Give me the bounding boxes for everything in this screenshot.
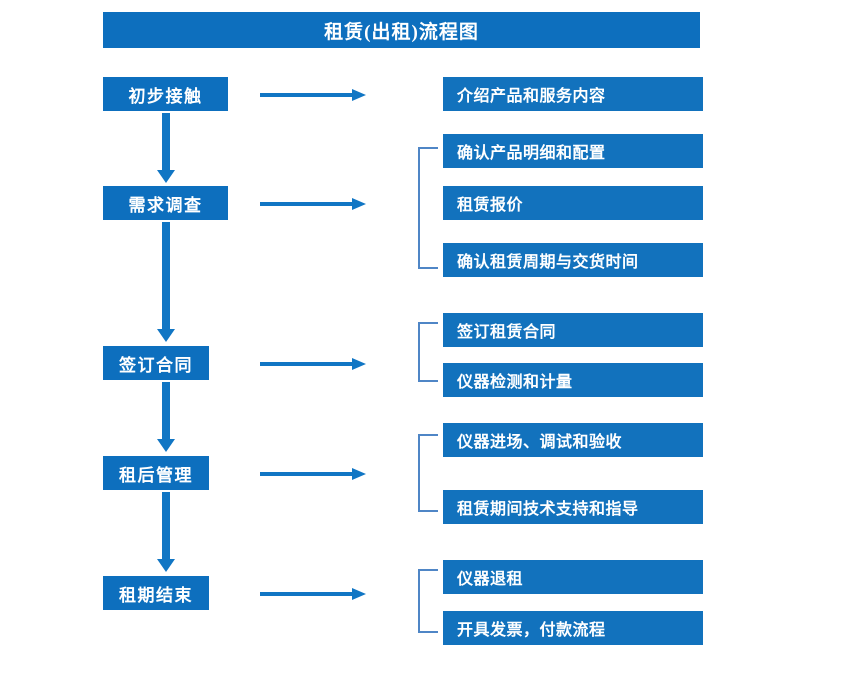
arrow-right-icon-3 [260, 357, 366, 371]
detail-box-5-label: 签订租赁合同 [457, 324, 557, 341]
detail-box-2-label: 确认产品明细和配置 [457, 145, 606, 162]
group-bracket-2 [418, 322, 438, 382]
arrow-right-icon-4 [260, 467, 366, 481]
arrow-down-icon-1 [156, 113, 176, 183]
stage-box-4-label: 租后管理 [119, 465, 193, 485]
stage-box-5[interactable]: 租期结束 [103, 576, 209, 610]
stage-box-3-label: 签订合同 [119, 355, 193, 375]
detail-box-5[interactable]: 签订租赁合同 [443, 313, 703, 347]
stage-box-5-label: 租期结束 [119, 585, 193, 605]
detail-box-10-label: 开具发票，付款流程 [457, 622, 606, 639]
detail-box-3[interactable]: 租赁报价 [443, 186, 703, 220]
detail-box-4-label: 确认租赁周期与交货时间 [457, 254, 639, 271]
stage-box-1[interactable]: 初步接触 [103, 77, 228, 111]
detail-box-10[interactable]: 开具发票，付款流程 [443, 611, 703, 645]
detail-box-8[interactable]: 租赁期间技术支持和指导 [443, 490, 703, 524]
arrow-right-icon-1 [260, 88, 366, 102]
detail-box-8-label: 租赁期间技术支持和指导 [457, 501, 639, 518]
stage-box-3[interactable]: 签订合同 [103, 346, 209, 380]
detail-box-9-label: 仪器退租 [457, 571, 524, 588]
group-bracket-1 [418, 147, 438, 269]
detail-box-3-label: 租赁报价 [457, 197, 524, 214]
detail-box-1[interactable]: 介绍产品和服务内容 [443, 77, 703, 111]
stage-box-2-label: 需求调查 [128, 195, 203, 215]
arrow-right-icon-5 [260, 587, 366, 601]
detail-box-1-label: 介绍产品和服务内容 [457, 88, 606, 105]
page-title: 租赁(出租)流程图 [103, 12, 700, 48]
group-bracket-3 [418, 434, 438, 512]
arrow-down-icon-2 [156, 222, 176, 342]
detail-box-6-label: 仪器检测和计量 [457, 374, 573, 391]
arrow-right-icon-2 [260, 197, 366, 211]
detail-box-9[interactable]: 仪器退租 [443, 560, 703, 594]
detail-box-6[interactable]: 仪器检测和计量 [443, 363, 703, 397]
detail-box-2[interactable]: 确认产品明细和配置 [443, 134, 703, 168]
arrow-down-icon-4 [156, 492, 176, 572]
detail-box-7[interactable]: 仪器进场、调试和验收 [443, 423, 703, 457]
detail-box-4[interactable]: 确认租赁周期与交货时间 [443, 243, 703, 277]
stage-box-1-label: 初步接触 [128, 86, 203, 106]
detail-box-7-label: 仪器进场、调试和验收 [457, 434, 623, 451]
stage-box-4[interactable]: 租后管理 [103, 456, 209, 490]
stage-box-2[interactable]: 需求调查 [103, 186, 228, 220]
group-bracket-4 [418, 569, 438, 633]
arrow-down-icon-3 [156, 382, 176, 452]
